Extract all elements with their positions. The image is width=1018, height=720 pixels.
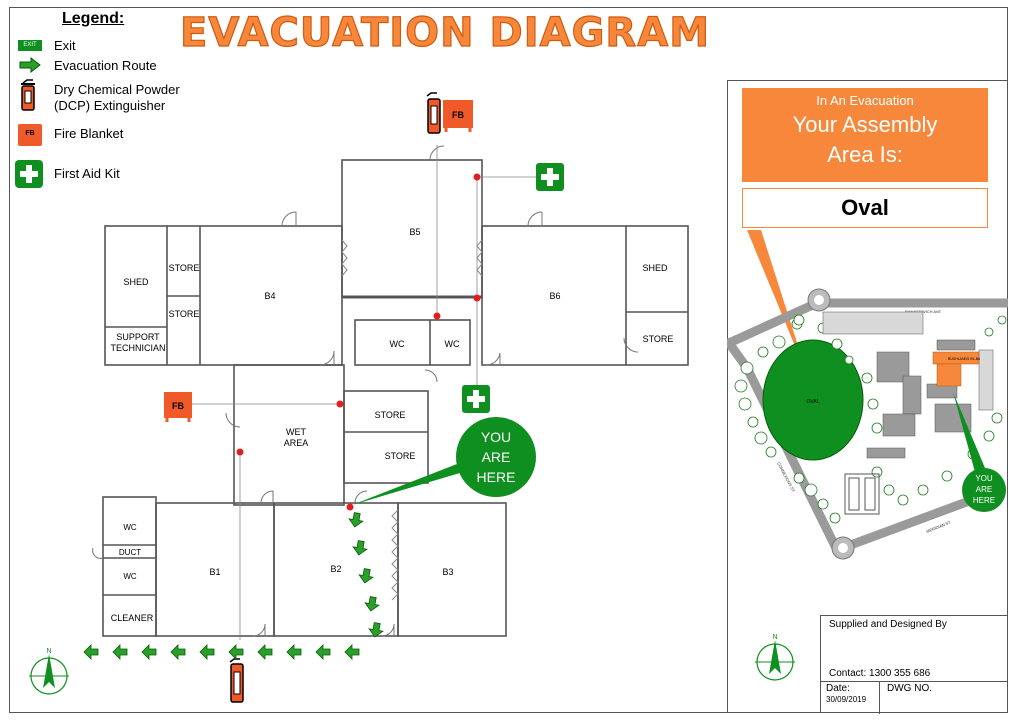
legend-heading: Legend:	[62, 10, 125, 27]
extinguisher-icon	[426, 92, 441, 134]
info-divider	[821, 681, 1008, 682]
room-label-store: STORE	[374, 410, 406, 420]
room-label-wc: WC	[123, 523, 137, 532]
legend-first-aid: First Aid Kit	[54, 166, 120, 181]
route-arrow-icon	[83, 644, 99, 660]
date-value: 30/09/2019	[826, 695, 867, 704]
fire-blanket-icon: FB	[164, 392, 192, 422]
room-label-support-line1: SUPPORT	[116, 332, 160, 342]
wc-block	[354, 319, 471, 366]
evacuation-route	[83, 512, 384, 660]
room-label-b5: B5	[409, 227, 421, 237]
exit-sign-icon: EXIT	[18, 40, 42, 51]
you-are-here-line2: ARE	[482, 449, 511, 465]
route-arrow-icon	[141, 644, 157, 660]
room-label-b2: B2	[330, 564, 342, 574]
room-label-store: STORE	[642, 334, 674, 344]
site-map: RANNERWICH AVE CONNEXIONS ST MERIDIAN ST…	[727, 230, 1008, 560]
fire-blanket-label: FB	[452, 110, 464, 120]
info-divider-v	[879, 681, 880, 714]
room-label-shed: SHED	[123, 277, 149, 287]
dwg-label: DWG NO.	[887, 683, 932, 694]
room-label-wc: WC	[123, 572, 137, 581]
street-top: RANNERWICH AVE	[905, 309, 941, 314]
assembly-line1: Your Assembly	[792, 112, 938, 137]
date-label: Date:	[826, 683, 850, 694]
fire-blanket-icon: FB	[443, 100, 473, 132]
highlight-label: BUSHLANDS B1-B6	[948, 357, 980, 361]
assembly-banner: In An Evacuation Your Assembly Area Is:	[742, 88, 988, 182]
room-label-b1: B1	[209, 567, 221, 577]
route-arrow-icon	[358, 568, 374, 584]
first-aid-icon	[536, 163, 564, 191]
site-you-are-here-line2: ARE	[976, 485, 992, 494]
legend-dcp-line2: (DCP) Extinguisher	[54, 98, 166, 113]
route-arrow-icon	[199, 644, 215, 660]
room-label-store: STORE	[384, 451, 416, 461]
room-label-shed: SHED	[642, 263, 668, 273]
street-bottom: MERIDIAN ST	[926, 519, 952, 534]
room-label-b4: B4	[264, 291, 276, 301]
first-aid-icon	[462, 385, 490, 413]
route-arrow-icon	[228, 644, 244, 660]
store-block	[343, 390, 429, 484]
extinguisher-icon	[21, 79, 35, 111]
route-arrow-icon	[348, 512, 364, 528]
svg-text:N: N	[772, 634, 777, 641]
route-arrow-icon	[286, 644, 302, 660]
page-title: EVACUATION DIAGRAM	[179, 9, 710, 56]
svg-text:N: N	[46, 648, 51, 655]
you-are-here-line1: YOU	[481, 429, 511, 445]
room-label-store: STORE	[168, 309, 200, 319]
route-arrow-icon	[112, 644, 128, 660]
room-label-wc: WC	[389, 339, 405, 349]
room-label-wet-line2: AREA	[283, 438, 309, 448]
supplied-by: Supplied and Designed By	[829, 619, 947, 630]
route-arrow-icon	[352, 540, 368, 556]
drawing-frame	[9, 7, 1008, 713]
room-label-b6: B6	[549, 291, 561, 301]
fire-blanket-icon-abbr: FB	[25, 130, 35, 137]
fire-blanket-icon: FB	[18, 124, 42, 146]
legend-route: Evacuation Route	[54, 58, 157, 73]
room-label-support-line2: TECHNICIAN	[110, 343, 166, 353]
assembly-intro: In An Evacuation	[816, 93, 914, 108]
contact: Contact: 1300 355 686	[829, 668, 931, 679]
legend-exit: Exit	[54, 38, 76, 53]
route-arrow-icon	[364, 596, 380, 612]
title-block: Supplied and Designed By Contact: 1300 3…	[820, 615, 1008, 714]
legend-dcp-line1: Dry Chemical Powder	[54, 82, 180, 97]
extinguisher-icon	[229, 658, 244, 703]
room-label-store: STORE	[168, 263, 200, 273]
you-are-here-line3: HERE	[477, 469, 516, 485]
room-label-b3: B3	[442, 567, 454, 577]
room-label-wc: WC	[444, 339, 460, 349]
route-arrow-icon	[257, 644, 273, 660]
route-arrow-icon	[315, 644, 331, 660]
north-arrow-icon: N	[755, 634, 795, 681]
assembly-line2: Area Is:	[827, 142, 903, 167]
site-you-are-here-line3: HERE	[973, 496, 995, 505]
room-label-cleaner: CLEANER	[110, 613, 154, 623]
assembly-area-value: Oval	[742, 188, 988, 228]
first-aid-icon	[15, 160, 43, 188]
assembly-panel	[727, 80, 1008, 713]
route-arrow-icon	[368, 622, 384, 638]
oval-label: OVAL	[807, 399, 820, 405]
fire-blanket-label: FB	[172, 401, 184, 411]
room-label-wet-line1: WET	[286, 427, 306, 437]
wc-column	[102, 496, 157, 637]
legend-fire-blanket: Fire Blanket	[54, 126, 124, 141]
floor-plan: FB FB YOU ARE HERE N	[29, 92, 689, 703]
site-you-are-here-line1: YOU	[975, 474, 993, 483]
exit-sign-text: EXIT	[23, 42, 37, 48]
route-arrow-icon	[170, 644, 186, 660]
north-arrow-icon: N	[29, 648, 69, 695]
route-arrow-icon	[19, 57, 41, 73]
room-label-duct: DUCT	[118, 548, 142, 557]
route-arrow-icon	[344, 644, 360, 660]
you-are-here-marker: YOU ARE HERE	[352, 417, 536, 505]
